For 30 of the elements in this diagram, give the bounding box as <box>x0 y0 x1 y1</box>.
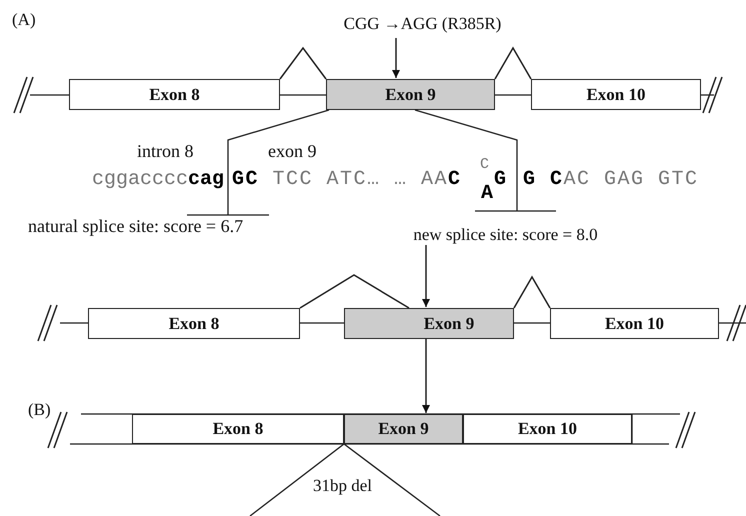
panel-label: (A) <box>12 10 36 30</box>
exon-box: Exon 9 <box>344 414 463 444</box>
sequence-text: GC TCC ATC… … AAC <box>232 168 462 191</box>
splice-connector <box>279 46 327 80</box>
annotation-text: new splice site: score = 8.0 <box>383 225 628 245</box>
splice-connector <box>300 274 410 309</box>
region-label: intron 8 <box>137 141 194 162</box>
exon-box: Exon 10 <box>531 79 701 110</box>
panel-label: (B) <box>28 400 51 420</box>
region-label: exon 9 <box>268 141 316 162</box>
sequence-text: G CAC GAG GTC <box>523 168 699 191</box>
exon-box: Exon 8 <box>132 414 344 444</box>
annotation-text: CGG →AGG (R385R) <box>335 10 510 38</box>
arrow <box>422 245 430 307</box>
arrow <box>422 339 430 413</box>
deletion-label: 31bp del <box>313 476 372 496</box>
splice-score-label: natural splice site: score = 6.7 <box>28 216 244 237</box>
nucleotide-letter: C <box>480 156 490 173</box>
exon-box: Exon 10 <box>550 308 719 339</box>
splice-connector <box>513 276 551 308</box>
exon-box: Exon 9 <box>344 308 514 339</box>
exon-box: Exon 9 <box>326 79 495 110</box>
nucleotide-letter: A <box>481 182 494 205</box>
arrow <box>392 38 400 78</box>
splice-connector <box>494 46 532 80</box>
exon-box: Exon 8 <box>88 308 300 339</box>
sequence-text: cggacccccag <box>92 168 224 191</box>
exon-box: Exon 10 <box>463 414 632 444</box>
exon-box: Exon 8 <box>69 79 280 110</box>
nucleotide-letter: G <box>494 168 506 191</box>
